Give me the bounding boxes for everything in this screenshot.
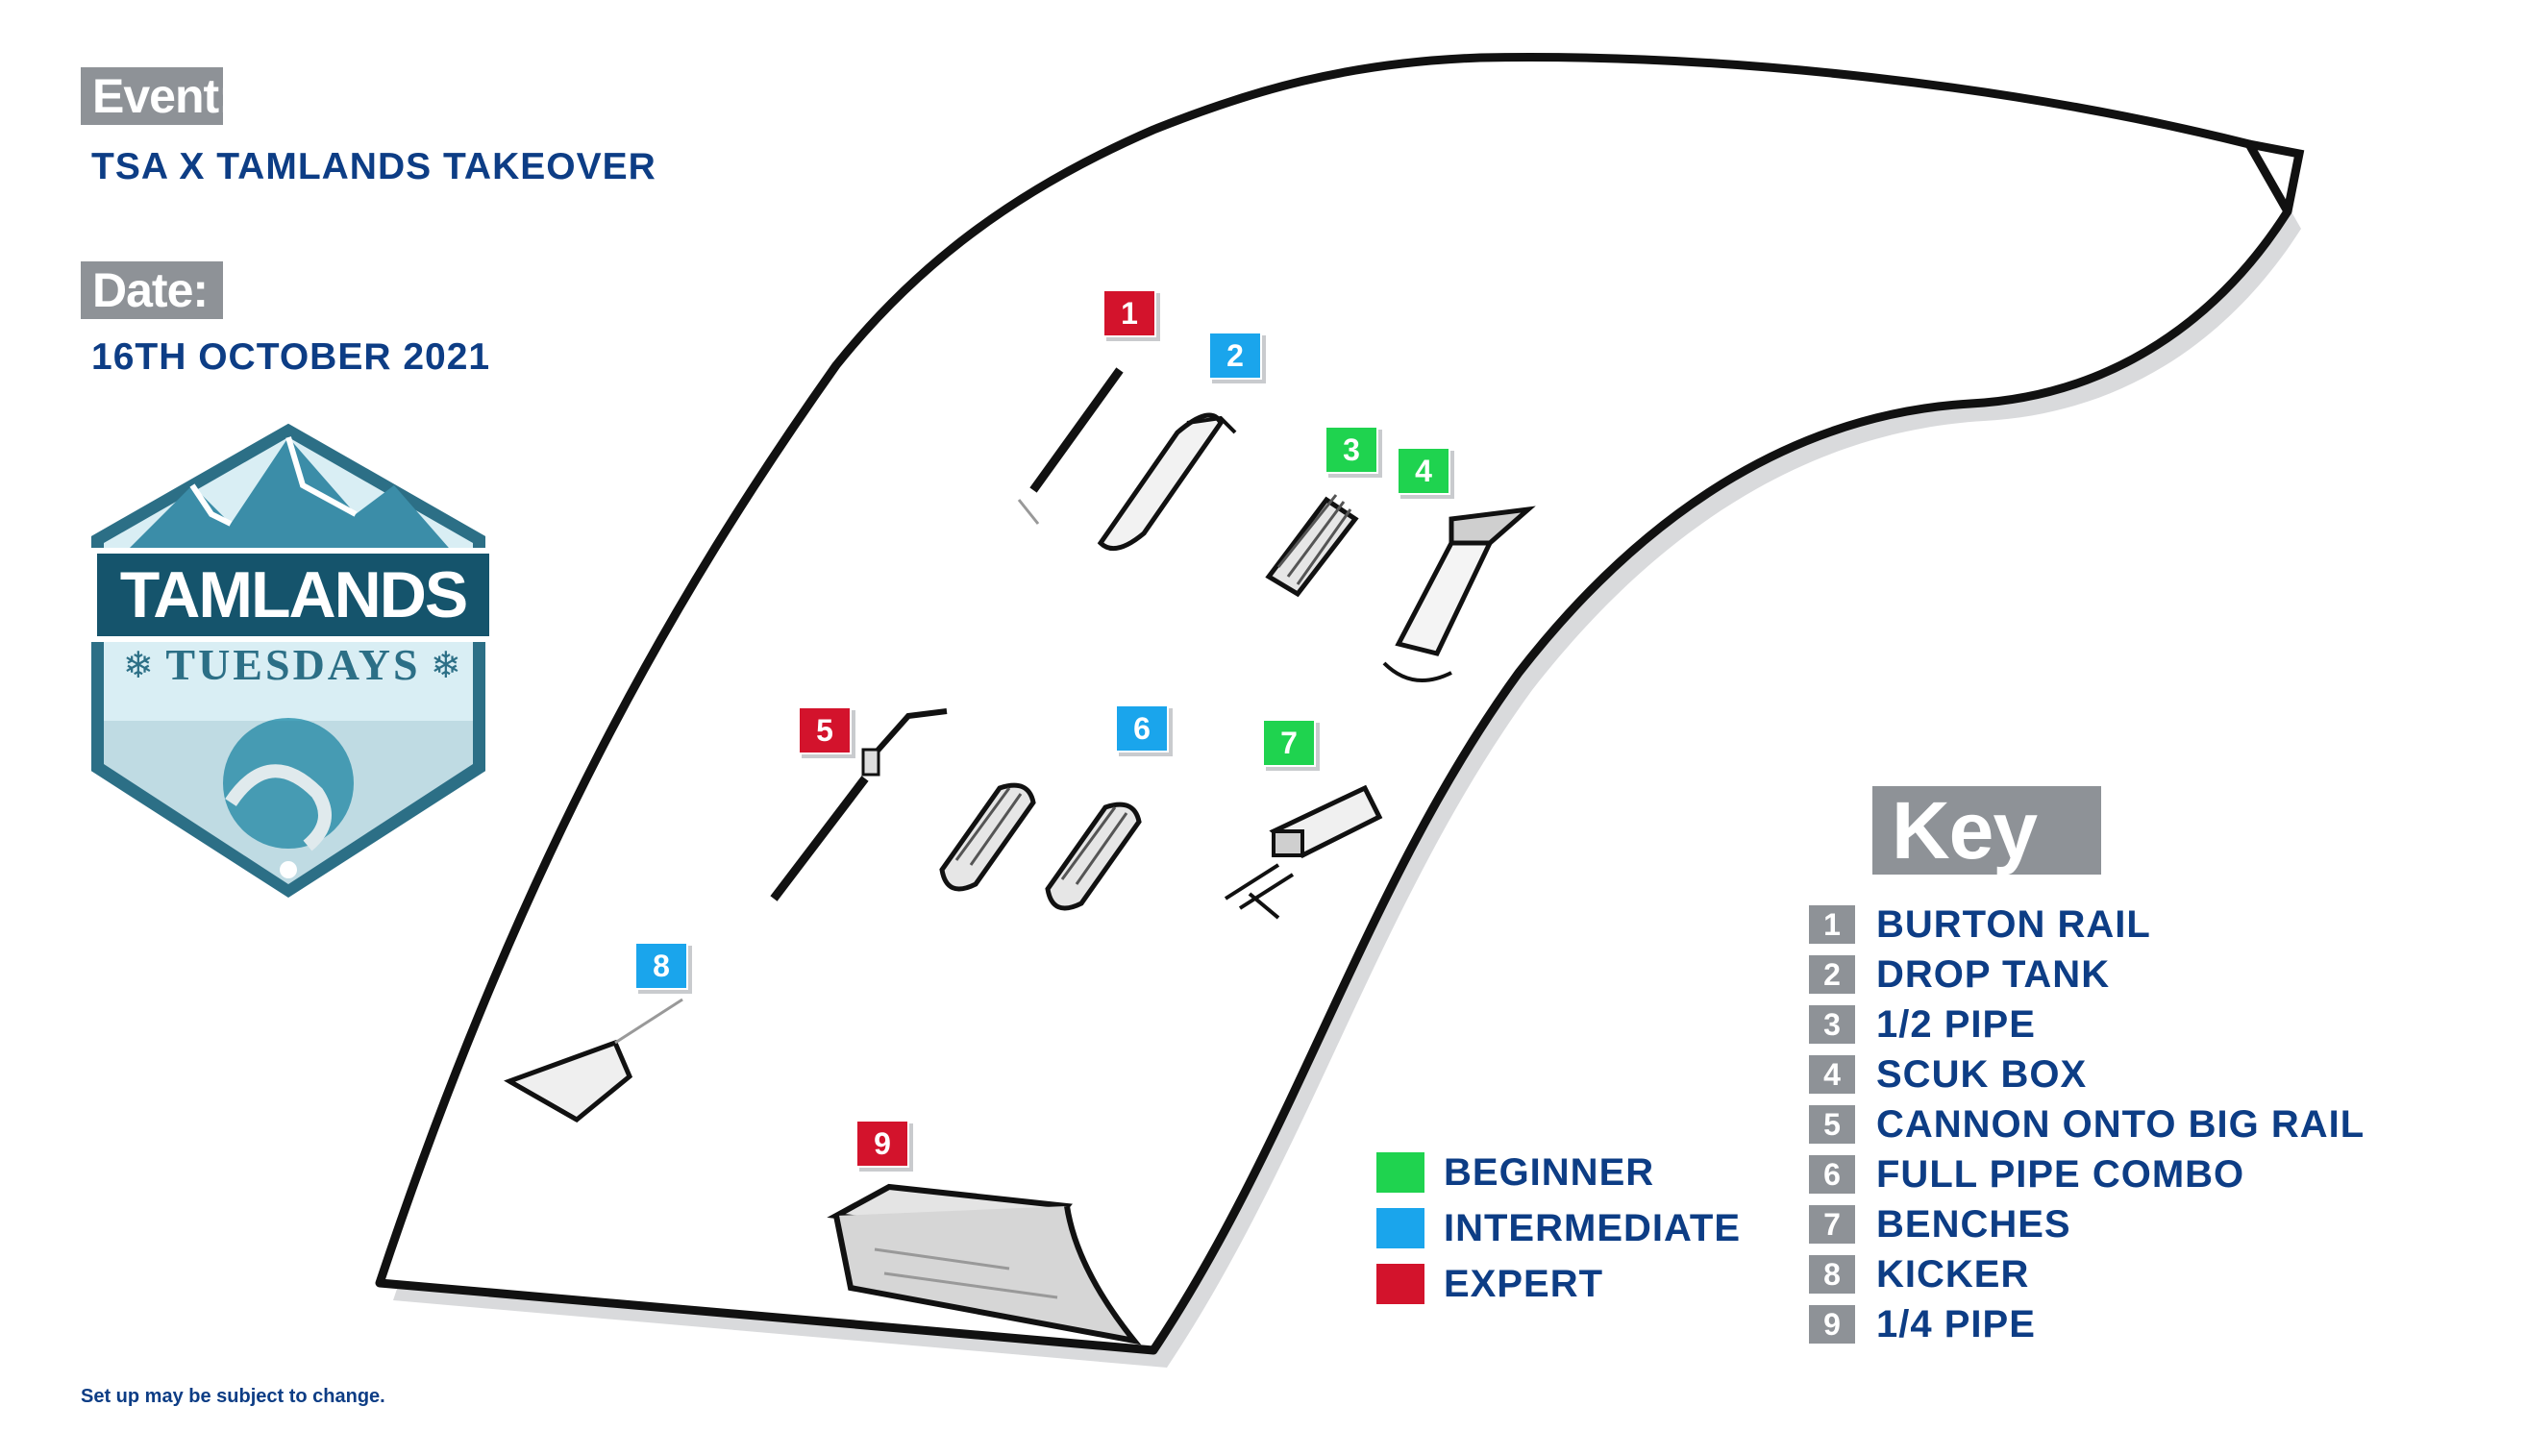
legend-label: EXPERT [1444, 1262, 1604, 1305]
footnote: Set up may be subject to change. [81, 1386, 385, 1407]
key-number: 7 [1809, 1205, 1855, 1244]
key-title: Key [1872, 785, 2101, 876]
slope-outline [375, 53, 2292, 1355]
slope-top-lip [2248, 139, 2305, 212]
key-item-7: 7 BENCHES [1809, 1201, 2071, 1247]
snowflake-icon: ❄ [123, 644, 154, 686]
key-item-3: 3 1/2 PIPE [1809, 1001, 2036, 1048]
marker-9[interactable]: 9 [855, 1120, 909, 1168]
legend-beginner: BEGINNER [1376, 1149, 1654, 1196]
legend-swatch-intermediate [1376, 1208, 1424, 1248]
key-label: BENCHES [1876, 1202, 2071, 1246]
key-number: 3 [1809, 1005, 1855, 1044]
feature-full-pipe-combo [939, 782, 1142, 911]
key-number: 1 [1809, 905, 1855, 944]
legend-swatch-expert [1376, 1264, 1424, 1304]
key-item-1: 1 BURTON RAIL [1809, 901, 2151, 948]
date-value: 16TH OCTOBER 2021 [91, 336, 491, 378]
event-label: Event: [81, 67, 235, 125]
key-number: 4 [1809, 1055, 1855, 1094]
marker-1[interactable]: 1 [1102, 289, 1156, 337]
marker-7[interactable]: 7 [1262, 719, 1316, 767]
key-label: CANNON ONTO BIG RAIL [1876, 1102, 2365, 1146]
logo-line2: TUESDAYS [165, 640, 421, 689]
key-label: DROP TANK [1876, 952, 2111, 996]
feature-cannon-big-rail [770, 708, 948, 901]
key-item-5: 5 CANNON ONTO BIG RAIL [1809, 1101, 2365, 1148]
key-label: BURTON RAIL [1876, 902, 2151, 946]
key-item-2: 2 DROP TANK [1809, 951, 2110, 998]
feature-quarter-pipe [827, 1183, 1142, 1345]
key-item-4: 4 SCUK BOX [1809, 1051, 2087, 1098]
key-item-6: 6 FULL PIPE COMBO [1809, 1151, 2244, 1197]
marker-8[interactable]: 8 [634, 942, 688, 990]
key-label: KICKER [1876, 1252, 2030, 1296]
key-number: 9 [1809, 1305, 1855, 1344]
key-number: 2 [1809, 955, 1855, 994]
key-number: 5 [1809, 1105, 1855, 1144]
snowflake-icon: ❄ [431, 644, 461, 686]
logo-line1: TAMLANDS [91, 548, 495, 642]
marker-2[interactable]: 2 [1208, 332, 1262, 380]
feature-kicker [504, 998, 683, 1123]
marker-6[interactable]: 6 [1115, 704, 1169, 753]
marker-4[interactable]: 4 [1397, 447, 1450, 495]
legend-expert: EXPERT [1376, 1261, 1603, 1307]
key-label: 1/2 PIPE [1876, 1002, 2036, 1046]
feature-drop-tank [1097, 412, 1237, 552]
key-item-8: 8 KICKER [1809, 1251, 2029, 1297]
key-number: 8 [1809, 1255, 1855, 1294]
legend-swatch-beginner [1376, 1152, 1424, 1193]
legend-intermediate: INTERMEDIATE [1376, 1205, 1741, 1251]
feature-scuk-box [1382, 506, 1536, 682]
marker-5[interactable]: 5 [798, 706, 852, 754]
feature-benches [1224, 784, 1383, 920]
marker-3[interactable]: 3 [1325, 426, 1378, 474]
feature-burton-rail [1017, 367, 1124, 525]
feature-half-pipe [1265, 494, 1359, 598]
key-item-9: 9 1/4 PIPE [1809, 1301, 2036, 1347]
key-label: SCUK BOX [1876, 1052, 2088, 1096]
event-value: TSA X TAMLANDS TAKEOVER [91, 146, 656, 187]
legend-label: INTERMEDIATE [1444, 1206, 1742, 1249]
key-number: 6 [1809, 1155, 1855, 1194]
key-label: FULL PIPE COMBO [1876, 1152, 2245, 1196]
date-label: Date: [81, 261, 223, 319]
key-label: 1/4 PIPE [1876, 1302, 2036, 1345]
legend-label: BEGINNER [1444, 1150, 1655, 1194]
